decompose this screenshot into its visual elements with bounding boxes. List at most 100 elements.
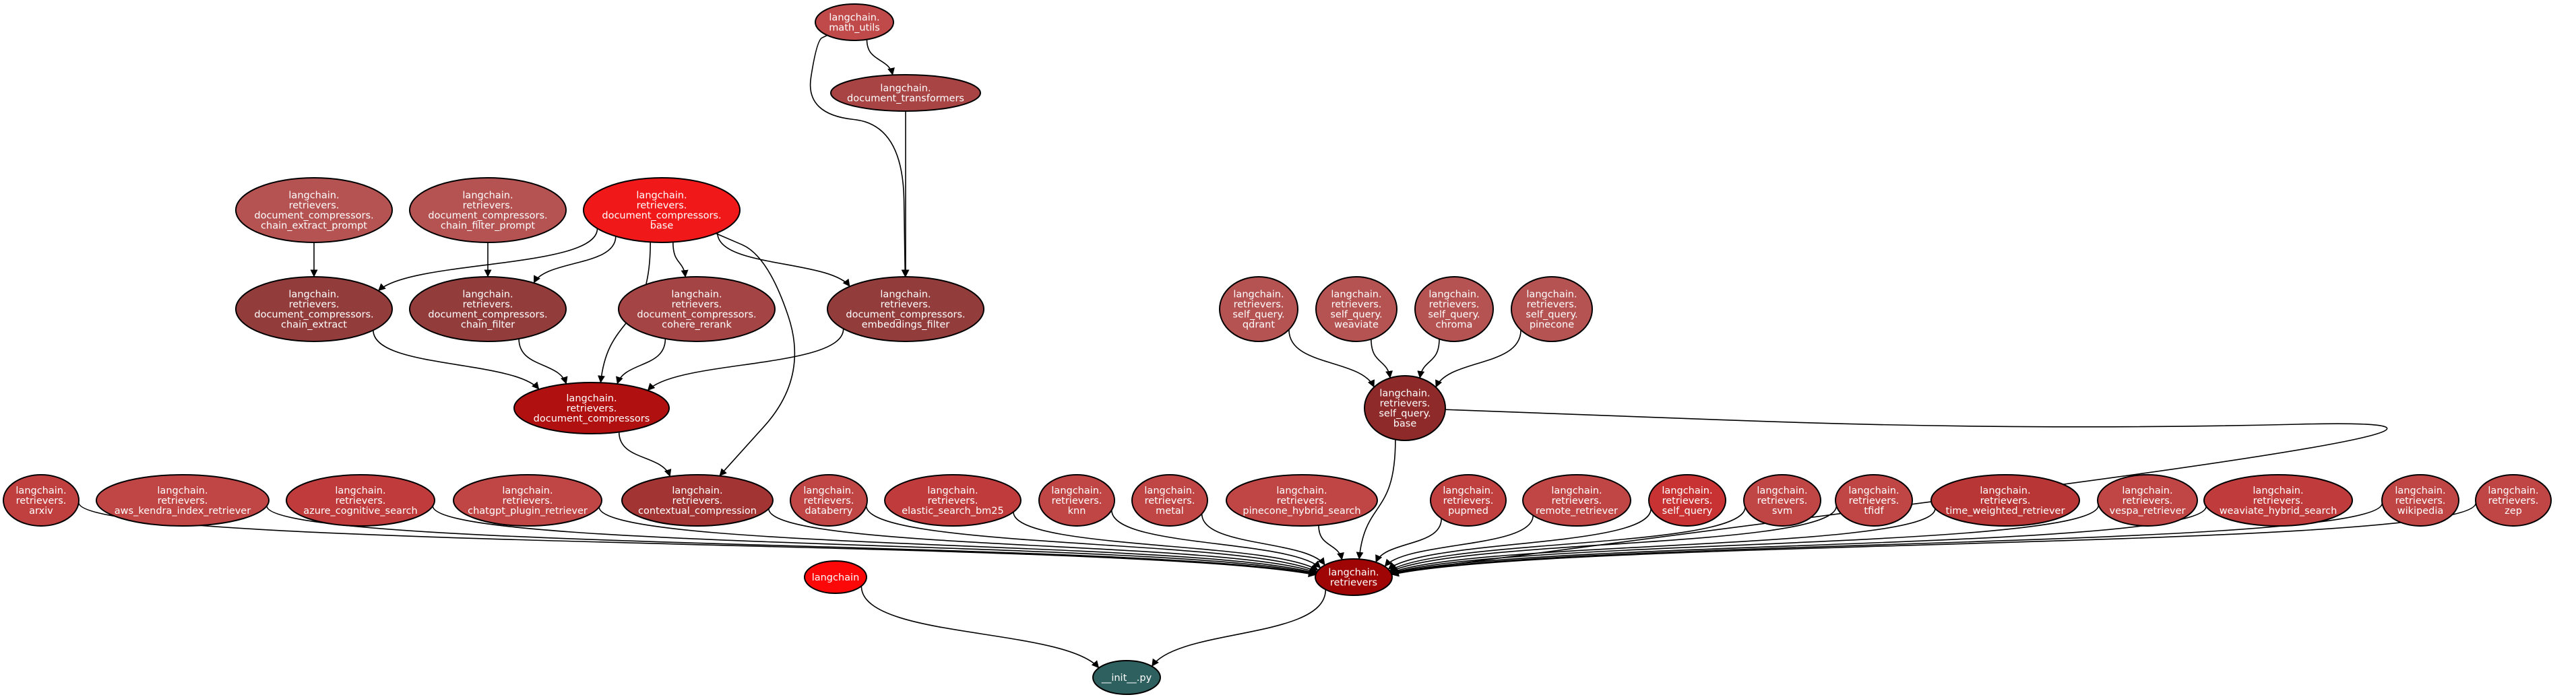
node-wikipedia[interactable]: langchain.retrievers.wikipedia — [2381, 474, 2459, 527]
node-label-line: chain_filter_prompt — [441, 221, 536, 232]
node-vespa[interactable]: langchain.retrievers.vespa_retriever — [2097, 474, 2198, 527]
edge-math_utils-to-dc_embeddings_filter — [809, 34, 909, 277]
node-contextual[interactable]: langchain.retrievers.contextual_compress… — [621, 474, 774, 527]
edge-time_weighted-to-retrievers — [1390, 508, 1936, 574]
node-sq-weaviate[interactable]: langchain.retrievers.self_query.weaviate — [1315, 276, 1397, 342]
node-label-line: retrievers. — [158, 496, 208, 506]
node-pinecone-hybrid[interactable]: langchain.retrievers.pinecone_hybrid_sea… — [1226, 474, 1378, 527]
node-label-line: wikipedia — [2397, 506, 2444, 517]
edge-path — [672, 242, 689, 278]
edge-dc_base-to-dc_chain_extract — [377, 228, 598, 292]
node-shape — [1414, 276, 1494, 342]
node-sq-chroma[interactable]: langchain.retrievers.self_query.chroma — [1414, 276, 1494, 342]
node-shape — [1315, 558, 1393, 596]
node-label-line: retrievers. — [1234, 300, 1284, 310]
node-label-line: langchain. — [2488, 486, 2538, 496]
node-dc-chain-filter[interactable]: langchain.retrievers.document_compressor… — [409, 276, 567, 342]
edge-path — [518, 338, 568, 385]
edge-path — [432, 506, 1317, 576]
node-label-line: langchain. — [335, 486, 385, 496]
node-knn[interactable]: langchain.retrievers.knn — [1038, 474, 1115, 527]
node-label-line: retrievers. — [1443, 496, 1494, 506]
node-shape — [621, 474, 774, 527]
edge-path — [1288, 329, 1375, 388]
node-chatgpt[interactable]: langchain.retrievers.chatgpt_plugin_retr… — [453, 474, 602, 527]
edge-sq_pinecone-to-sq_base — [1435, 329, 1521, 388]
node-label-line: retrievers. — [16, 496, 67, 506]
node-label-line: langchain. — [672, 486, 722, 496]
node-tfidf[interactable]: langchain.retrievers.tfidf — [1835, 474, 1913, 527]
node-self-query[interactable]: langchain.retrievers.self_query — [1648, 474, 1726, 527]
node-shape — [1648, 474, 1726, 527]
node-shape — [453, 474, 602, 527]
node-label-line: base — [1393, 419, 1417, 430]
edge-sq_qdrant-to-sq_base — [1288, 329, 1375, 388]
node-dc-embeddings-filter[interactable]: langchain.retrievers.document_compressor… — [827, 276, 984, 342]
node-label-line: chain_filter — [461, 320, 515, 331]
node-label-line: retrievers. — [1980, 496, 2031, 506]
node-sq-pinecone[interactable]: langchain.retrievers.self_query.pinecone — [1511, 276, 1593, 342]
node-init[interactable]: __init__.py — [1092, 660, 1161, 695]
node-label-line: langchain. — [829, 13, 879, 24]
node-shape — [1522, 474, 1631, 527]
node-label-line: langchain. — [2253, 486, 2303, 496]
edge-path — [809, 34, 909, 277]
edge-path — [1389, 506, 1837, 572]
node-shape — [1131, 474, 1208, 527]
node-shape — [1092, 660, 1161, 695]
node-dc-chain-extract-prompt[interactable]: langchain.retrievers.document_compressor… — [235, 177, 393, 243]
node-math-utils[interactable]: langchain.math_utils — [815, 3, 894, 41]
edge-remote-to-retrievers — [1384, 515, 1534, 567]
node-dc-chain-extract[interactable]: langchain.retrievers.document_compressor… — [235, 276, 393, 342]
node-pubmed[interactable]: langchain.retrievers.pupmed — [1430, 474, 1507, 527]
node-langchain[interactable]: langchain — [804, 560, 867, 594]
node-retrievers[interactable]: langchain.retrievers — [1315, 558, 1393, 596]
node-aws-kendra[interactable]: langchain.retrievers.aws_kendra_index_re… — [96, 474, 270, 527]
node-label-line: elastic_search_bm25 — [902, 506, 1004, 517]
node-elastic[interactable]: langchain.retrievers.elastic_search_bm25 — [884, 474, 1022, 527]
edge-pinecone_hybrid-to-retrievers — [1318, 525, 1344, 560]
node-shape — [96, 474, 270, 527]
edge-knn-to-retrievers — [1111, 510, 1321, 568]
edge-path — [1375, 518, 1442, 563]
node-svm[interactable]: langchain.retrievers.svm — [1743, 474, 1821, 527]
node-label-line: aws_kendra_index_retriever — [115, 506, 251, 517]
edge-path — [1384, 515, 1534, 567]
node-label-line: retrievers. — [1552, 496, 1602, 506]
node-label-line: retrievers — [1330, 578, 1377, 589]
node-label-line: langchain. — [803, 486, 854, 496]
node-label-line: document_compressors. — [428, 310, 547, 321]
node-shape — [2203, 474, 2353, 527]
node-label-line: langchain. — [157, 486, 208, 496]
node-label-line: langchain. — [1233, 290, 1284, 300]
node-label-line: retrievers. — [1662, 496, 1713, 506]
node-shape — [1315, 276, 1397, 342]
node-azure[interactable]: langchain.retrievers.azure_cognitive_sea… — [286, 474, 435, 527]
node-document-transformers[interactable]: langchain.document_transformers — [830, 74, 981, 112]
node-zep[interactable]: langchain.retrievers.zep — [2475, 474, 2552, 527]
node-label-line: document_transformers — [847, 94, 964, 104]
node-document-compressors[interactable]: langchain.retrievers.document_compressor… — [513, 382, 670, 434]
node-label-line: svm — [1772, 506, 1792, 517]
edge-path — [1387, 508, 1652, 570]
node-remote[interactable]: langchain.retrievers.remote_retriever — [1522, 474, 1631, 527]
node-shape — [1364, 375, 1446, 441]
node-label-line: document_compressors. — [846, 310, 965, 321]
node-sq-qdrant[interactable]: langchain.retrievers.self_query.qdrant — [1219, 276, 1298, 342]
edge-dc_base-to-dc_chain_filter — [533, 236, 617, 284]
node-weaviate-hybrid[interactable]: langchain.retrievers.weaviate_hybrid_sea… — [2203, 474, 2353, 527]
edge-retrievers-to-init — [1151, 589, 1327, 667]
node-arxiv[interactable]: langchain.retrievers.arxiv — [3, 474, 80, 527]
edge-databerry-to-retrievers — [865, 506, 1317, 572]
node-databerry[interactable]: langchain.retrievers.databerry — [790, 474, 868, 527]
node-dc-cohere-rerank[interactable]: langchain.retrievers.document_compressor… — [618, 276, 776, 342]
node-label-line: langchain. — [1980, 486, 2030, 496]
node-dc-chain-filter-prompt[interactable]: langchain.retrievers.document_compressor… — [409, 177, 567, 243]
node-label-line: retrievers. — [289, 201, 340, 211]
node-dc-base[interactable]: langchain.retrievers.document_compressor… — [583, 177, 741, 243]
node-metal[interactable]: langchain.retrievers.metal — [1131, 474, 1208, 527]
node-sq-base[interactable]: langchain.retrievers.self_query.base — [1364, 375, 1446, 441]
node-time-weighted[interactable]: langchain.retrievers.time_weighted_retri… — [1930, 474, 2080, 527]
node-label-line: document_compressors. — [254, 211, 373, 222]
node-label-line: retrievers. — [503, 496, 553, 506]
